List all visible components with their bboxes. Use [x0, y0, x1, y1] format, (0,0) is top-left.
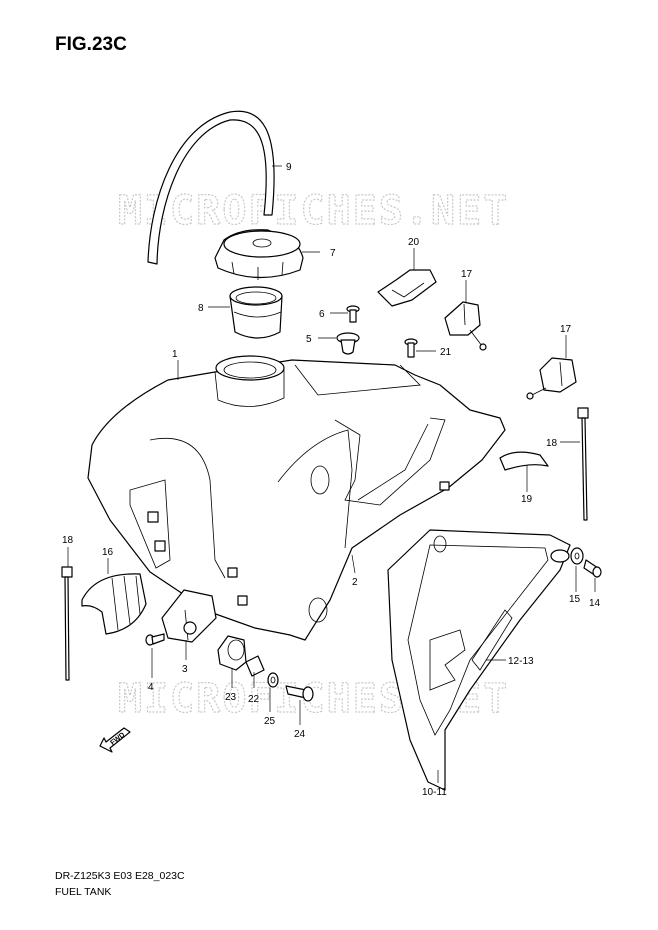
callout-1: 1 [172, 349, 178, 360]
part-clamp-17b [526, 357, 577, 400]
part-screw-6 [346, 305, 360, 323]
callout-3: 3 [182, 664, 188, 675]
part-washer-25 [267, 672, 279, 688]
callout-17b: 17 [560, 324, 572, 335]
part-fuel-tank [87, 355, 506, 641]
part-filler-neck [229, 286, 283, 339]
callout-24: 24 [294, 729, 306, 740]
callout-22: 22 [248, 694, 260, 705]
part-cable-tie-18a [61, 566, 73, 681]
callout-25: 25 [264, 716, 276, 727]
part-screw-4 [145, 633, 165, 646]
svg-text:FWD: FWD [109, 732, 126, 747]
watermark-top: MICROFICHES.NET [118, 188, 509, 234]
part-breather-hose [147, 110, 275, 265]
part-damper-5 [336, 332, 360, 355]
callout-18b: 18 [546, 438, 558, 449]
callout-9: 9 [286, 162, 292, 173]
callout-6: 6 [319, 309, 325, 320]
callout-2: 2 [352, 577, 358, 588]
part-bolt-24 [285, 685, 314, 702]
callout-21: 21 [440, 347, 452, 358]
callout-16: 16 [102, 547, 114, 558]
callout-23: 23 [225, 692, 237, 703]
part-bolt-14 [583, 559, 602, 578]
callout-10-11: 10-11 [422, 787, 447, 798]
callout-19: 19 [521, 494, 533, 505]
part-cushion-16 [81, 573, 147, 635]
leader-lines [67, 165, 596, 783]
part-cushion-23 [217, 635, 247, 671]
callout-17a: 17 [461, 269, 473, 280]
forward-direction-arrow: FWD [99, 727, 131, 753]
callout-7: 7 [330, 248, 336, 259]
section-name: FUEL TANK [55, 886, 112, 898]
part-fuel-cock [161, 589, 217, 643]
part-collar-22 [245, 655, 265, 677]
callout-4: 4 [148, 682, 154, 693]
model-code: DR-Z125K3 E03 E28_023C [55, 870, 185, 882]
callout-20: 20 [408, 237, 420, 248]
figure-title: FIG.23C [55, 34, 127, 55]
callout-8: 8 [198, 303, 204, 314]
part-fuel-cap [214, 229, 304, 280]
part-cushion-19 [499, 451, 549, 471]
callout-14: 14 [589, 598, 601, 609]
part-cable-tie-18b [577, 407, 589, 521]
part-bolt-21 [404, 338, 418, 358]
callout-5: 5 [306, 334, 312, 345]
part-clamp-17a [444, 301, 487, 351]
part-tank-shroud [387, 529, 571, 791]
part-washer-15 [570, 547, 584, 565]
callout-15: 15 [569, 594, 581, 605]
part-strap-20 [377, 269, 437, 307]
callout-18a: 18 [62, 535, 74, 546]
callout-12-13: 12-13 [508, 656, 534, 667]
